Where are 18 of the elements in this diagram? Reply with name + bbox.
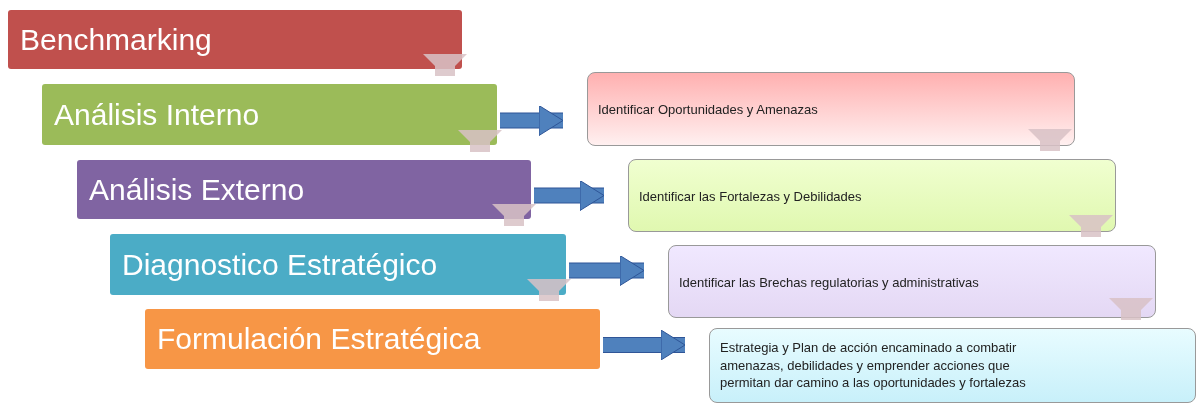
- step-title: Análisis Interno: [54, 97, 260, 132]
- result-box: [709, 328, 1196, 403]
- step-description: Identificar las Brechas regulatorias y administrativas: [679, 274, 979, 292]
- step-description: Estrategia y Plan de acción encaminado a combatir amenazas, debilidades y emprender acciones que permitan dar camino a las oportunidades y fortalezas: [720, 339, 1027, 392]
- result-box: [587, 72, 1075, 146]
- step-description: Identificar las Fortalezas y Debilidades: [639, 188, 862, 206]
- result-box: [668, 245, 1156, 318]
- step-bar: [77, 160, 531, 219]
- step-bar: [145, 309, 600, 369]
- step-title: Benchmarking: [20, 22, 212, 57]
- step-title: Análisis Externo: [89, 172, 305, 207]
- step-bar: [8, 10, 462, 69]
- step-description: Identificar Oportunidades y Amenazas: [598, 101, 818, 119]
- step-bar: [110, 234, 566, 295]
- step-title: Formulación Estratégica: [157, 322, 481, 356]
- step-bar: [42, 84, 497, 145]
- step-title: Diagnostico Estratégico: [122, 247, 438, 282]
- result-box: [628, 159, 1116, 232]
